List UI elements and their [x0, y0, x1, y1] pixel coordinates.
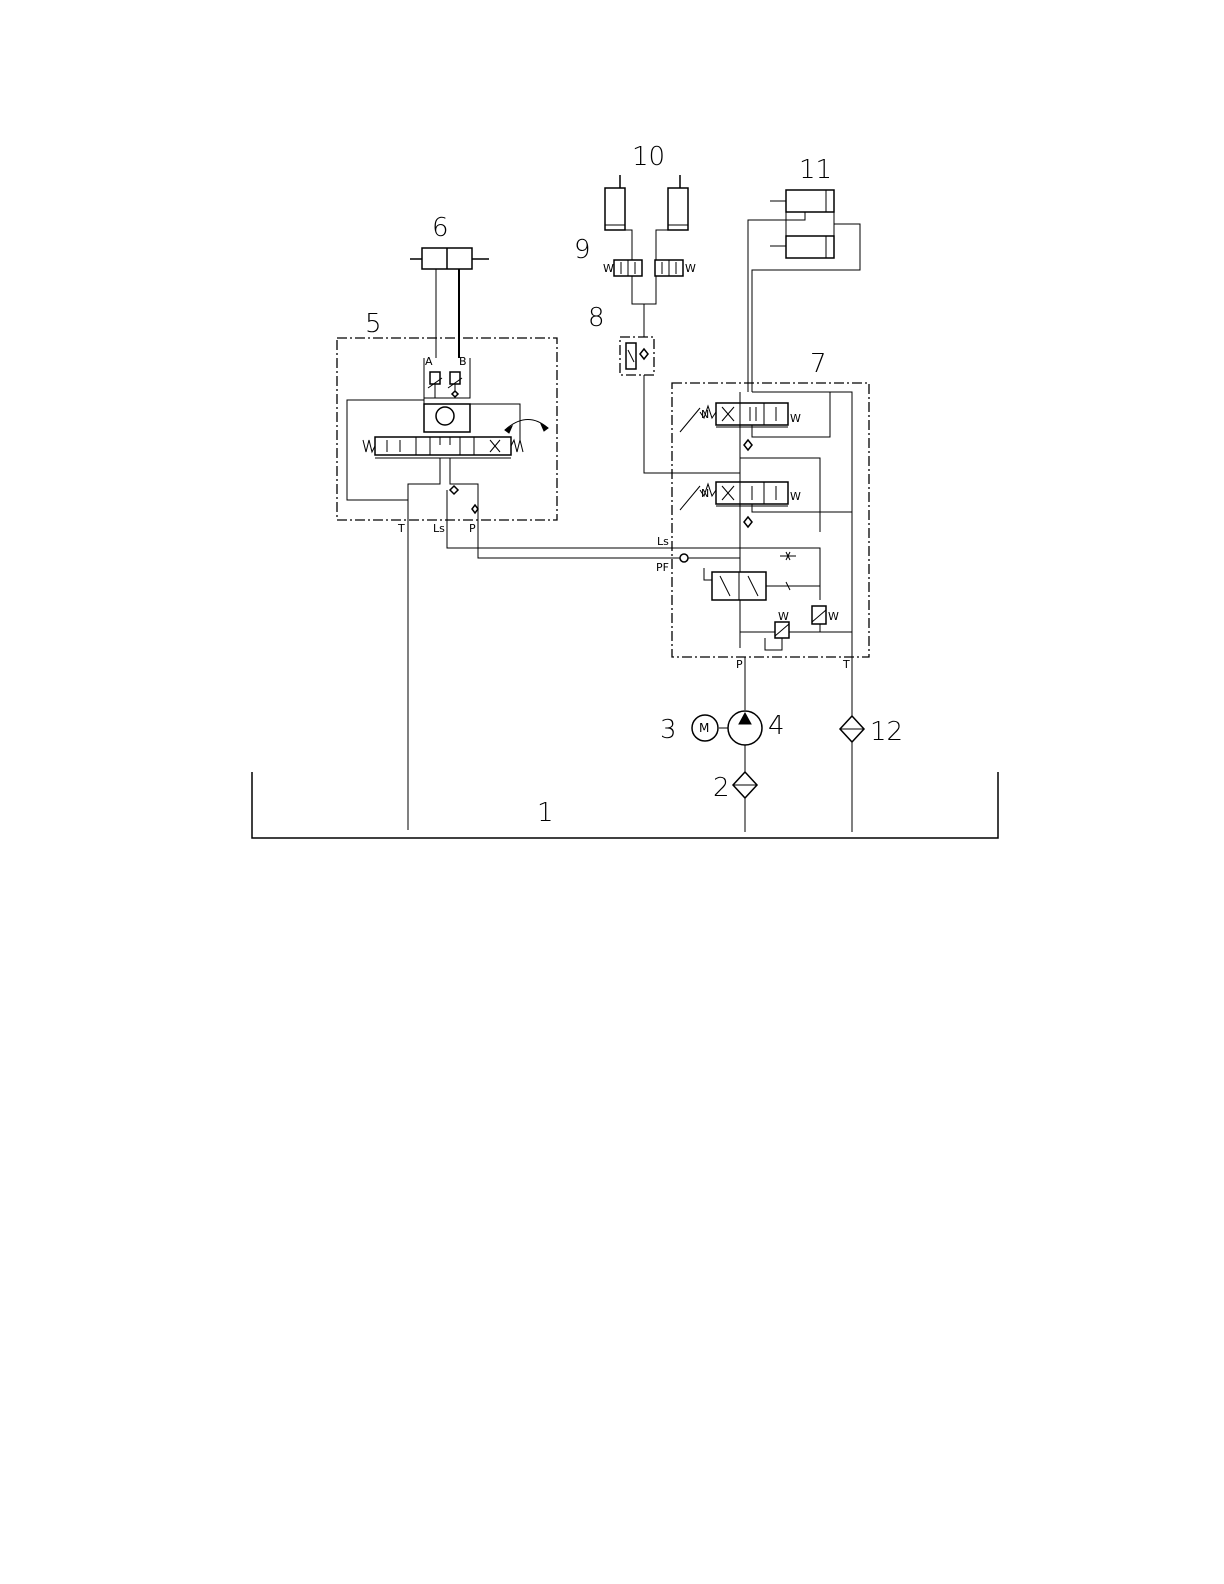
label-8: 8 — [588, 303, 605, 333]
port-t-label: T — [397, 522, 405, 535]
port-ls-label: Ls — [433, 522, 445, 535]
spring-label: W — [790, 490, 801, 503]
spring-label: N — [701, 408, 709, 421]
spring-label: W — [790, 412, 801, 425]
port-p-label: P — [736, 658, 743, 671]
pump-group: M — [692, 657, 762, 832]
label-2: 2 — [713, 773, 730, 803]
motor-label: M — [699, 721, 709, 735]
spring-label: W — [828, 610, 839, 623]
label-7: 7 — [810, 349, 827, 379]
spring-label: N — [701, 487, 709, 500]
label-1: 1 — [537, 798, 554, 828]
port-b-label: B — [459, 355, 467, 368]
port-pf-label: PF — [656, 561, 669, 574]
label-3: 3 — [660, 715, 677, 745]
label-10: 10 — [632, 142, 665, 172]
steering-cylinder — [410, 248, 489, 358]
steering-unit — [337, 338, 557, 520]
label-5: 5 — [365, 309, 382, 339]
port-a-label: A — [425, 355, 433, 368]
label-6: 6 — [432, 213, 449, 243]
lift-cylinders — [605, 175, 688, 304]
flow-control-valve — [620, 304, 740, 473]
spring-label: W — [603, 262, 614, 275]
lowering-valves: W W — [603, 260, 696, 276]
label-11: 11 — [799, 155, 832, 185]
port-t-label: T — [842, 658, 850, 671]
label-12: 12 — [870, 717, 903, 747]
spring-label: W — [778, 610, 789, 623]
label-4: 4 — [768, 711, 785, 741]
signal-lines — [447, 520, 740, 562]
port-ls-label: Ls — [657, 535, 669, 548]
port-p-label: P — [469, 522, 476, 535]
multi-way-valve: W N W N W — [672, 383, 869, 657]
spring-label: W — [685, 262, 696, 275]
tank — [252, 772, 998, 838]
label-9: 9 — [574, 235, 591, 265]
tilt-cylinders — [748, 190, 860, 392]
